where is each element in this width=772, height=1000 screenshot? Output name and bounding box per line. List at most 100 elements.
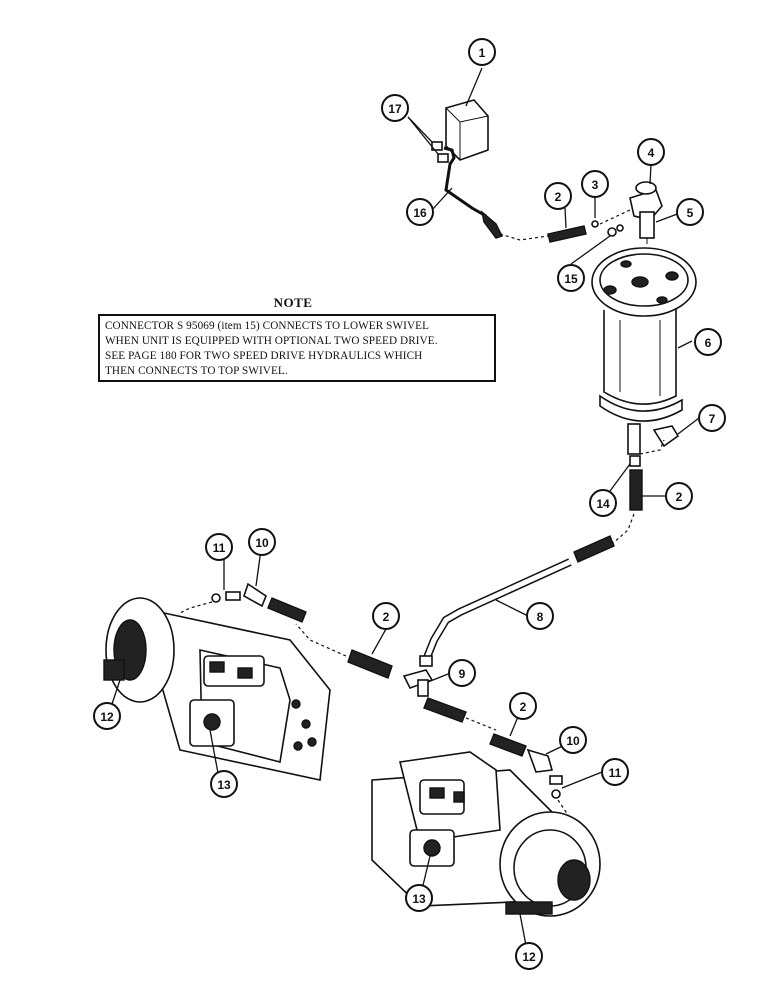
callout-14: 14 — [589, 489, 617, 517]
callout-number: 16 — [413, 206, 427, 220]
callout-circle — [557, 264, 585, 292]
callout-10: 10 — [248, 528, 276, 556]
callout-number: 14 — [596, 497, 610, 511]
callout-circle — [406, 198, 434, 226]
callout-10: 10 — [559, 726, 587, 754]
callout-number: 13 — [412, 892, 426, 906]
callout-circle — [676, 198, 704, 226]
connector-15 — [607, 224, 624, 237]
connector-11-left — [211, 591, 241, 603]
valve-block — [445, 99, 489, 161]
callout-number: 15 — [564, 272, 578, 286]
elbow-10-left — [243, 582, 267, 608]
note-box: CONNECTOR S 95069 (item 15) CONNECTS TO … — [98, 314, 496, 382]
connector-11-right — [549, 775, 563, 799]
callout-number: 11 — [213, 541, 226, 555]
callout-17: 17 — [381, 94, 409, 122]
callout-circle — [515, 942, 543, 970]
callout-number: 5 — [687, 206, 694, 220]
callout-number: 2 — [520, 700, 527, 714]
callout-number: 4 — [648, 146, 655, 160]
callout-circle — [544, 182, 572, 210]
callout-9: 9 — [448, 659, 476, 687]
callout-12: 12 — [93, 702, 121, 730]
hose-end-2-right — [489, 733, 527, 757]
callout-circle — [637, 138, 665, 166]
callout-number: 2 — [555, 190, 562, 204]
callout-circle — [448, 659, 476, 687]
callout-15: 15 — [557, 264, 585, 292]
callout-2: 2 — [509, 692, 537, 720]
callout-11: 11 — [601, 758, 629, 786]
callout-circle — [601, 758, 629, 786]
swivel-6 — [591, 247, 697, 422]
callout-13: 13 — [210, 770, 238, 798]
callout-number: 8 — [537, 610, 544, 624]
callout-7: 7 — [698, 404, 726, 432]
callout-circle — [205, 533, 233, 561]
callout-circle — [665, 482, 693, 510]
callout-6: 6 — [694, 328, 722, 356]
tube-8 — [419, 535, 615, 667]
pump-right — [371, 751, 601, 917]
hose-end-2-center — [347, 649, 393, 679]
callout-circle — [93, 702, 121, 730]
elbow-7 — [652, 425, 680, 448]
callout-number: 2 — [676, 490, 683, 504]
callout-number: 7 — [709, 412, 716, 426]
note-line: CONNECTOR S 95069 (item 15) CONNECTS TO … — [105, 320, 430, 332]
hose-end-2-swivel — [629, 469, 643, 511]
callout-circle — [381, 94, 409, 122]
callout-11: 11 — [205, 533, 233, 561]
callout-8: 8 — [526, 602, 554, 630]
callout-number: 11 — [609, 766, 622, 780]
callout-number: 12 — [522, 950, 536, 964]
callout-2: 2 — [665, 482, 693, 510]
callout-12: 12 — [515, 942, 543, 970]
tube-16 — [443, 146, 549, 241]
callout-number: 2 — [383, 610, 390, 624]
callout-number: 10 — [255, 536, 269, 550]
hose-end-2-top — [547, 225, 587, 243]
callout-number: 13 — [217, 778, 231, 792]
callout-circle — [581, 170, 609, 198]
note-line: WHEN UNIT IS EQUIPPED WITH OPTIONAL TWO … — [105, 335, 438, 347]
callout-1: 1 — [468, 38, 496, 66]
callout-number: 9 — [459, 667, 466, 681]
callout-5: 5 — [676, 198, 704, 226]
callout-circle — [468, 38, 496, 66]
callout-number: 3 — [592, 178, 599, 192]
fitting-5 — [639, 211, 655, 244]
callout-4: 4 — [637, 138, 665, 166]
pump-left — [103, 597, 331, 781]
hose-end-2-lower — [423, 697, 467, 723]
note-line: SEE PAGE 180 FOR TWO SPEED DRIVE HYDRAUL… — [105, 350, 423, 362]
callout-circle — [694, 328, 722, 356]
adapter-below-swivel — [627, 423, 641, 455]
callout-number: 1 — [479, 46, 486, 60]
callout-circle — [559, 726, 587, 754]
callout-circle — [210, 770, 238, 798]
callout-2: 2 — [544, 182, 572, 210]
callout-circle — [698, 404, 726, 432]
callout-circle — [372, 602, 400, 630]
callout-16: 16 — [406, 198, 434, 226]
connector-14 — [629, 455, 641, 467]
callout-circle — [589, 489, 617, 517]
callout-circle — [248, 528, 276, 556]
oring-3 — [591, 220, 599, 228]
note-title: NOTE — [273, 295, 313, 310]
callout-2: 2 — [372, 602, 400, 630]
elbow-10-right — [526, 748, 554, 773]
callout-13: 13 — [405, 884, 433, 912]
callout-number: 10 — [566, 734, 580, 748]
callout-number: 12 — [100, 710, 114, 724]
hose-end-2-left — [267, 597, 307, 623]
callout-circle — [405, 884, 433, 912]
note-line: THEN CONNECTS TO TOP SWIVEL. — [105, 365, 288, 377]
callout-number: 17 — [388, 102, 402, 116]
callout-circle — [526, 602, 554, 630]
tee-9 — [402, 669, 434, 697]
callout-number: 6 — [705, 336, 712, 350]
